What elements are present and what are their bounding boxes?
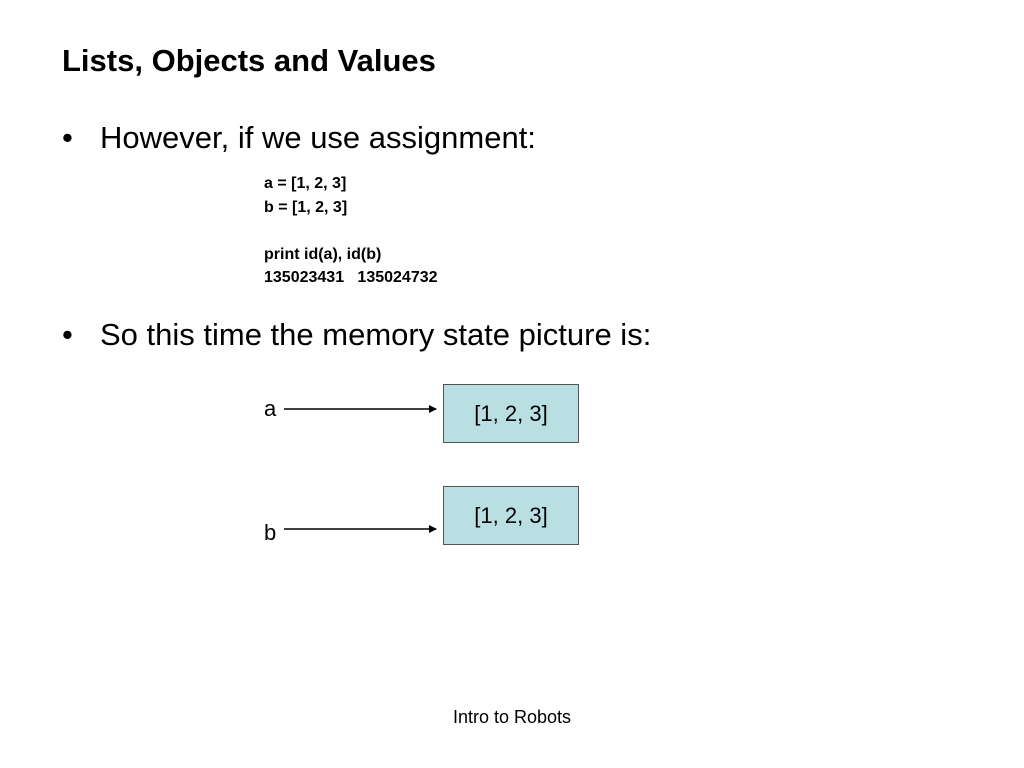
bullet-text: So this time the memory state picture is…	[100, 317, 652, 352]
code-line: b = [1, 2, 3]	[264, 198, 348, 216]
bullet-assignment: • However, if we use assignment:	[62, 119, 536, 156]
variable-b-label: b	[264, 520, 277, 545]
list-object-a-value: [1, 2, 3]	[474, 400, 548, 426]
code-block: a = [1, 2, 3] b = [1, 2, 3] print id(a),…	[264, 172, 438, 290]
list-object-a: [1, 2, 3]	[443, 384, 579, 443]
list-object-b-value: [1, 2, 3]	[474, 502, 548, 528]
slide-title: Lists, Objects and Values	[62, 43, 436, 78]
code-line: print id(a), id(b)	[264, 245, 382, 263]
bullet-marker: •	[62, 120, 73, 155]
code-line	[264, 219, 438, 243]
list-object-b: [1, 2, 3]	[443, 486, 579, 545]
bullet-text: However, if we use assignment:	[100, 120, 536, 155]
bullet-memory-state: • So this time the memory state picture i…	[62, 316, 651, 353]
bullet-marker: •	[62, 317, 73, 352]
code-line: a = [1, 2, 3]	[264, 175, 347, 192]
variable-a-label: a	[264, 396, 277, 421]
code-line: 135023431 135024732	[264, 269, 438, 286]
slide-footer: Intro to Robots	[452, 707, 572, 727]
